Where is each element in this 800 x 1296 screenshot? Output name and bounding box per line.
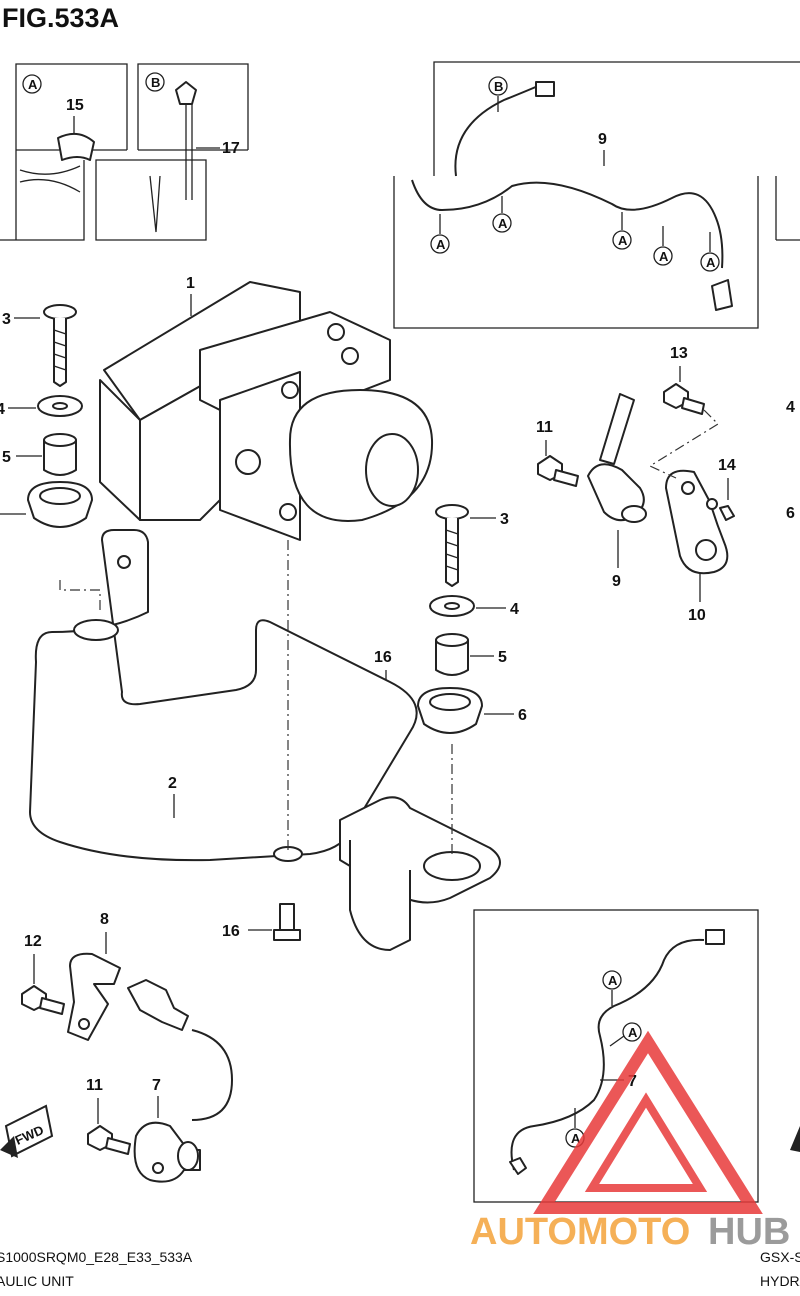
svg-text:A: A [608,973,618,988]
callout-13: 13 [670,345,688,362]
svg-text:A: A [436,237,446,252]
watermark-brand-part2: HUB [708,1211,790,1253]
callout-6b: 6 [518,707,527,724]
bolt-part-16-lower [273,903,301,941]
marker-a: A [22,74,42,94]
callout-16a: 16 [374,649,392,666]
hydraulic-unit-part-1 [99,281,434,541]
automotohub-watermark-logo: AUTOMOTO HUB [470,1030,790,1253]
footer-left-code: S1000SRQM0_E28_E33_533A [0,1249,193,1265]
inset-a: A 15 [0,63,128,241]
pin-part-14 [719,505,735,521]
callout-11b: 11 [86,1077,103,1094]
svg-text:A: A [571,1131,581,1146]
bolt-part-11-top [537,455,579,487]
cable-tie-part-17 [149,81,197,233]
callout-3b: 3 [500,511,509,528]
marker-b: B [488,76,508,96]
svg-text:A: A [498,216,508,231]
svg-text:B: B [151,75,160,90]
bolt-part-13 [663,383,705,415]
bracket-part-2 [29,529,501,951]
svg-text:A: A [28,77,38,92]
grommet-part-6-right [417,687,483,734]
svg-text:A: A [618,233,628,248]
callout-4b: 4 [510,601,519,618]
washer-part-4-right [429,595,475,617]
marker-a-group: A A A A A [430,196,720,272]
callout-7b: 7 [628,1073,637,1090]
callout-4c: 4 [786,399,795,416]
marker-b: B [145,72,165,92]
inset-harness-bottom: A A A 7 [473,909,759,1203]
callout-7a: 7 [152,1077,161,1094]
callout-14: 14 [718,457,736,474]
sensor-part-9 [587,393,647,523]
bolt-part-11-lower [87,1125,131,1155]
callout-5b: 5 [498,649,507,666]
fwd-arrow-icon: FWD [0,1104,54,1158]
callout-9b: 9 [612,573,621,590]
svg-text:A: A [659,249,669,264]
svg-text:A: A [706,255,716,270]
bolt-part-12 [21,985,65,1015]
callout-4a: 4 [0,401,5,418]
callout-9a: 9 [598,131,607,148]
footer-right-code: GSX-S [760,1249,800,1265]
bolt-part-3-right [435,504,469,587]
svg-text:B: B [494,79,503,94]
callout-5a: 5 [2,449,11,466]
clamp-part-8 [67,952,121,1041]
callout-3a: 3 [2,311,11,328]
callout-10: 10 [688,607,706,624]
washer-part-4-left [37,395,83,417]
clip-part-15 [19,132,95,193]
figure-title: FIG.533A [2,3,119,33]
callout-1: 1 [186,275,195,292]
bracket-part-10 [665,469,729,575]
inset-b: B 17 [95,63,249,241]
footer-left-name: AULIC UNIT [0,1273,74,1289]
fwd-arrow-icon-right [790,1126,800,1152]
callout-6c: 6 [786,505,795,522]
svg-text:A: A [628,1025,638,1040]
inset-harness-top: B 9 A A A A A [393,61,800,329]
callout-11a: 11 [536,419,553,436]
callout-2: 2 [168,775,177,792]
collar-part-5-right [435,633,469,676]
callout-15: 15 [66,97,84,114]
collar-part-5-left [43,433,77,476]
bolt-part-3-left [43,304,77,387]
wheel-sensor-part-7-lower [127,979,234,1183]
callout-17: 17 [222,140,240,157]
callout-12: 12 [24,933,42,950]
grommet-part-6-left [27,481,93,528]
callout-16b: 16 [222,923,240,940]
callout-8: 8 [100,911,109,928]
watermark-brand-part1: AUTOMOTO [470,1211,690,1253]
footer-right-name: HYDRA [760,1273,800,1289]
